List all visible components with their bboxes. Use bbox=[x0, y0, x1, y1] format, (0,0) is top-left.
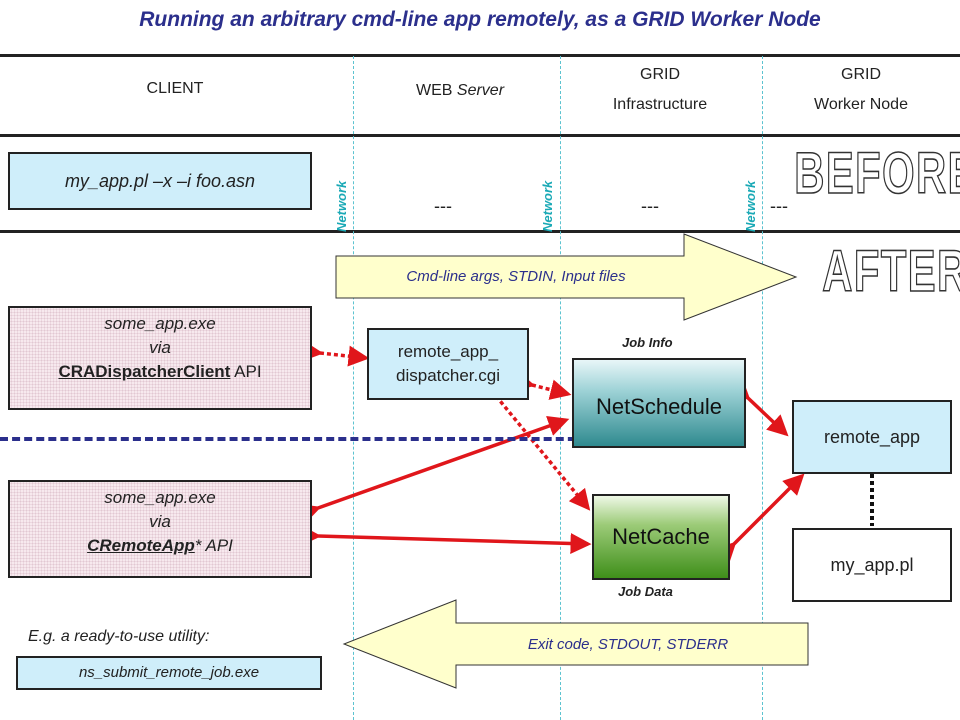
netschedule-box: NetSchedule bbox=[572, 358, 746, 448]
remote-app-label: remote_app bbox=[823, 427, 921, 447]
client-app2-line1: some_app.exe bbox=[104, 488, 216, 507]
arrow-client1-dispatcher bbox=[301, 340, 370, 367]
column-web-server-part2: Server bbox=[456, 82, 505, 99]
before-web-placeholder: --- bbox=[434, 196, 452, 216]
before-label-graphic: BEFORE bbox=[794, 140, 960, 200]
before-worker-placeholder: --- bbox=[770, 196, 788, 216]
dispatcher-line1: remote_app_ bbox=[397, 342, 499, 361]
client-app1-api-name: CRADispatcherClient bbox=[58, 362, 231, 381]
column-grid-worker-node: GRID Worker Node bbox=[762, 60, 960, 120]
column-grid-infrastructure-line2: Infrastructure bbox=[612, 96, 708, 113]
column-grid-infrastructure: GRID Infrastructure bbox=[560, 60, 760, 120]
column-client: CLIENT bbox=[146, 80, 204, 97]
column-grid-worker-line1: GRID bbox=[841, 66, 881, 83]
before-grid-placeholder: --- bbox=[641, 196, 659, 216]
input-arrow-text: Cmd-line args, STDIN, Input files bbox=[406, 268, 626, 285]
client-app1-api: CRADispatcherClient API bbox=[10, 360, 310, 384]
dispatcher-line2: dispatcher.cgi bbox=[396, 366, 500, 385]
job-data-label: Job Data bbox=[618, 584, 673, 599]
client-app1-api-suffix: API bbox=[230, 362, 262, 381]
client-app2-api-name: CRemoteApp bbox=[87, 536, 195, 555]
before-command: my_app.pl –x –i foo.asn bbox=[64, 171, 256, 191]
arrow-client2-netcache bbox=[300, 524, 592, 554]
header-bottom-rule bbox=[0, 134, 960, 137]
after-label: AFTER bbox=[822, 238, 960, 298]
client-app1-line1: some_app.exe bbox=[104, 314, 216, 333]
remote-app-box: remote_app bbox=[792, 400, 952, 474]
utility-label: ns_submit_remote_job.exe bbox=[78, 664, 260, 681]
arrow-dispatcher-netschedule bbox=[512, 370, 572, 400]
column-grid-infrastructure-line1: GRID bbox=[640, 66, 680, 83]
before-label: BEFORE bbox=[794, 140, 960, 200]
after-label-graphic: AFTER bbox=[822, 238, 960, 298]
utility-note: E.g. a ready-to-use utility: bbox=[28, 628, 210, 645]
arrow-netschedule-remoteapp bbox=[728, 378, 789, 437]
column-web-server: WEB Server bbox=[360, 76, 560, 106]
client-app2-line2: via bbox=[149, 512, 171, 531]
api-separator-line bbox=[0, 437, 600, 441]
before-after-rule bbox=[0, 230, 960, 233]
client-app-cremoteapp: some_app.exe via CRemoteApp* API bbox=[8, 480, 312, 578]
client-app2-api: CRemoteApp* API bbox=[10, 534, 310, 558]
page-title: Running an arbitrary cmd-line app remote… bbox=[139, 8, 821, 31]
column-grid-worker-line2: Worker Node bbox=[814, 96, 908, 113]
before-command-box: my_app.pl –x –i foo.asn bbox=[8, 152, 312, 210]
netschedule-label: NetSchedule bbox=[596, 394, 722, 419]
column-web-server-part1: WEB bbox=[415, 82, 453, 99]
input-arrow-shape bbox=[335, 233, 798, 321]
netcache-box: NetCache bbox=[592, 494, 730, 580]
client-app2-api-suffix: * API bbox=[194, 536, 233, 555]
arrow-netcache-remoteapp bbox=[714, 473, 805, 564]
client-app-cradispatcher: some_app.exe via CRADispatcherClient API bbox=[8, 306, 312, 410]
header-top-rule bbox=[0, 54, 960, 57]
arrow-client2-netschedule bbox=[297, 415, 570, 524]
my-app-label: my_app.pl bbox=[830, 555, 914, 575]
dispatcher-cgi-box: remote_app_ dispatcher.cgi bbox=[367, 328, 529, 400]
separator-client-web bbox=[353, 56, 354, 720]
client-app1-line2: via bbox=[149, 338, 171, 357]
output-arrow-shape bbox=[342, 599, 809, 689]
my-app-box: my_app.pl bbox=[792, 528, 952, 602]
job-info-label: Job Info bbox=[622, 335, 673, 350]
output-arrow-text: Exit code, STDOUT, STDERR bbox=[527, 636, 729, 653]
netcache-label: NetCache bbox=[612, 524, 710, 549]
utility-box: ns_submit_remote_job.exe bbox=[16, 656, 322, 690]
